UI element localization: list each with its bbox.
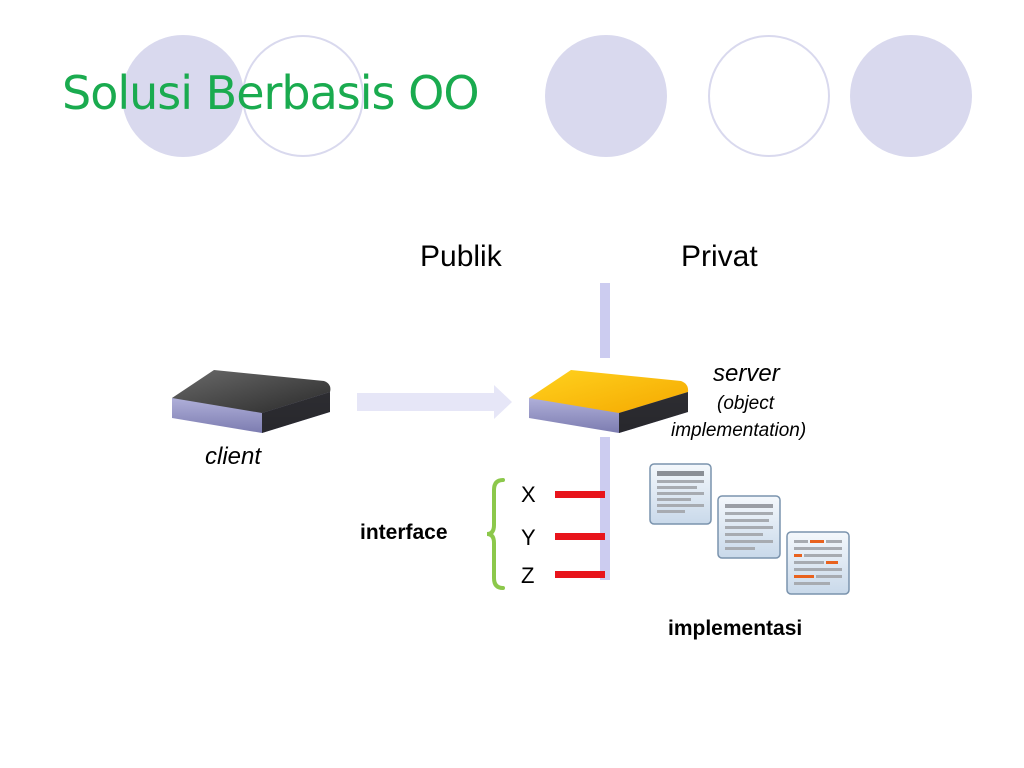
server-subtitle-line1: (object	[717, 393, 775, 414]
server-box-icon	[529, 370, 689, 433]
publik-header: Publik	[420, 240, 502, 273]
interface-label: interface	[360, 521, 448, 544]
decorative-circle-4	[708, 35, 830, 157]
client-box-icon	[172, 370, 331, 433]
interface-mark-y	[555, 533, 605, 540]
privat-header: Privat	[681, 240, 758, 273]
document-icon-1	[649, 463, 712, 525]
interface-mark-z	[555, 571, 605, 578]
implementation-label: implementasi	[668, 617, 803, 640]
server-label: server	[713, 360, 780, 387]
document-icon-3	[786, 531, 850, 595]
decorative-circle-5	[850, 35, 972, 157]
page-title: Solusi Berbasis OO	[62, 66, 480, 120]
server-subtitle-line2: implementation)	[671, 420, 807, 441]
document-icon-2	[717, 495, 781, 559]
decorative-circle-2	[242, 35, 364, 157]
interface-item-z: Z	[521, 563, 535, 588]
interface-item-y: Y	[521, 525, 536, 550]
public-private-divider	[600, 283, 610, 358]
interface-item-x: X	[521, 482, 536, 507]
client-label: client	[205, 443, 262, 470]
decorative-circle-3	[545, 35, 667, 157]
interface-mark-x	[555, 491, 605, 498]
public-private-divider-lower	[600, 437, 610, 580]
request-arrow	[357, 385, 512, 419]
decorative-circle-1	[122, 35, 244, 157]
interface-brace	[486, 478, 505, 590]
